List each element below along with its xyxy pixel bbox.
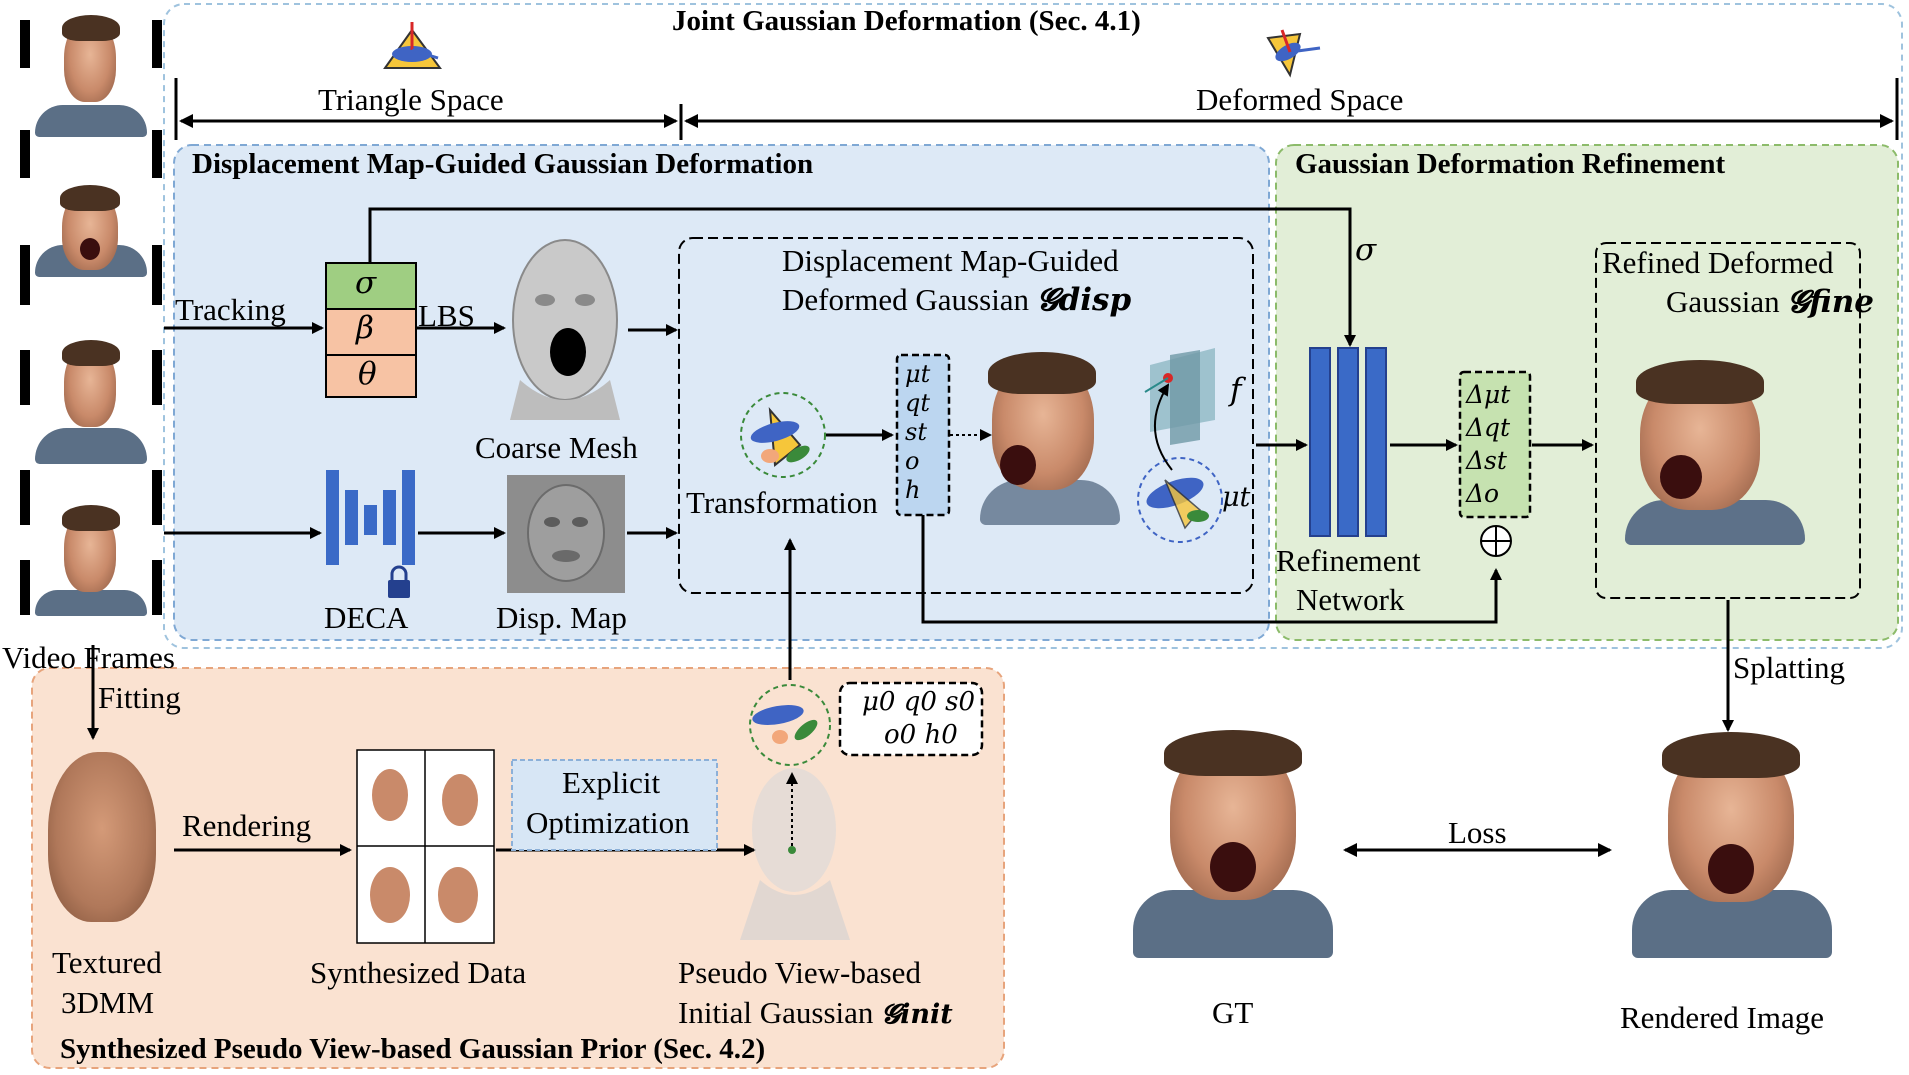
splatting-label: Splatting — [1733, 650, 1845, 685]
deca-label: DECA — [324, 600, 409, 635]
delta-q: Δqt — [1466, 413, 1511, 442]
disp-gaussian-box — [678, 237, 1254, 594]
explicit-label-1: Explicit — [562, 765, 661, 800]
disp-box-label-2: Deformed Gaussian 𝓖disp — [782, 282, 1132, 318]
fitting-label: Fitting — [98, 680, 181, 715]
gaussian-attrs-box — [895, 353, 951, 517]
joint-title: Joint Gaussian Deformation (Sec. 4.1) — [672, 5, 1141, 37]
prior-section-bg — [31, 667, 1005, 1069]
refine-section-title: Gaussian Deformation Refinement — [1295, 148, 1726, 180]
video-frames-label: Video Frames — [2, 640, 175, 675]
deformed-space-label: Deformed Space — [1196, 82, 1404, 117]
refinement-network-icon — [1309, 347, 1387, 537]
disp-box-label-1: Displacement Map-Guided — [782, 243, 1119, 278]
point-cloud-image — [740, 768, 850, 940]
init-attrs-line1: μ0 q0 s0 — [862, 687, 976, 717]
loss-label: Loss — [1448, 815, 1507, 850]
pseudo-label-2: Initial Gaussian 𝓖init — [678, 995, 953, 1030]
sigma-mid-label: σ — [1355, 232, 1377, 268]
disp-map-label: Disp. Map — [496, 600, 627, 635]
textured-label-2: 3DMM — [61, 985, 155, 1020]
transformation-label: Transformation — [686, 485, 878, 520]
param-beta: β — [356, 310, 374, 346]
joint-frame — [163, 3, 1903, 649]
delta-s: Δst — [1466, 446, 1507, 475]
refine-net-label-2: Network — [1296, 582, 1405, 617]
plane-icon — [1144, 348, 1215, 445]
init-attrs-line2: o0 h0 — [884, 720, 958, 750]
init-attrs-box — [838, 681, 984, 757]
pseudo-label-1: Pseudo View-based — [678, 955, 921, 990]
prior-section-title: Synthesized Pseudo View-based Gaussian P… — [60, 1033, 766, 1065]
gt-label: GT — [1212, 995, 1254, 1030]
disp-section-title: Displacement Map-Guided Gaussian Deforma… — [192, 148, 814, 180]
attr-h: h — [905, 476, 921, 504]
delta-attrs-box — [1458, 370, 1532, 519]
triangle-space-icon — [383, 22, 442, 69]
refined-gaussian-box — [1595, 242, 1861, 599]
coarse-mesh-image — [510, 239, 620, 420]
attr-s: st — [905, 418, 927, 446]
tracking-label: Tracking — [175, 292, 286, 327]
delta-attrs-list: Δμt Δqt Δst Δo — [1466, 378, 1510, 510]
rendered-image-label: Rendered Image — [1620, 1000, 1824, 1035]
deformed-space-icon — [1266, 29, 1321, 78]
param-sigma: σ — [355, 265, 377, 301]
explicit-label-2: Optimization — [526, 805, 690, 840]
refined-label-1: Refined Deformed — [1602, 245, 1834, 280]
coarse-mesh-label: Coarse Mesh — [475, 430, 638, 465]
film-strip — [20, 20, 162, 615]
attr-o: o — [905, 447, 920, 475]
attr-q: qt — [905, 389, 931, 417]
deca-network-icon — [326, 470, 415, 565]
explicit-optimization-box — [511, 759, 718, 851]
delta-mu: Δμt — [1466, 380, 1511, 409]
textured-label-1: Textured — [52, 945, 162, 980]
attr-mu: μt — [905, 360, 931, 388]
synth-data-label: Synthesized Data — [310, 955, 527, 990]
f-label: f — [1230, 372, 1242, 408]
gaussian-attrs-list: μt qt st o h — [905, 360, 930, 505]
rendering-label: Rendering — [182, 808, 312, 843]
lbs-label: LBS — [418, 298, 475, 333]
refine-net-label-1: Refinement — [1276, 543, 1421, 578]
lock-icon — [388, 580, 410, 598]
mu-t-label: μt — [1222, 482, 1251, 513]
delta-o: Δo — [1466, 479, 1500, 508]
refined-label-2: Gaussian 𝓖fine — [1666, 284, 1874, 320]
param-theta: θ — [358, 356, 377, 392]
triangle-space-label: Triangle Space — [318, 82, 504, 117]
